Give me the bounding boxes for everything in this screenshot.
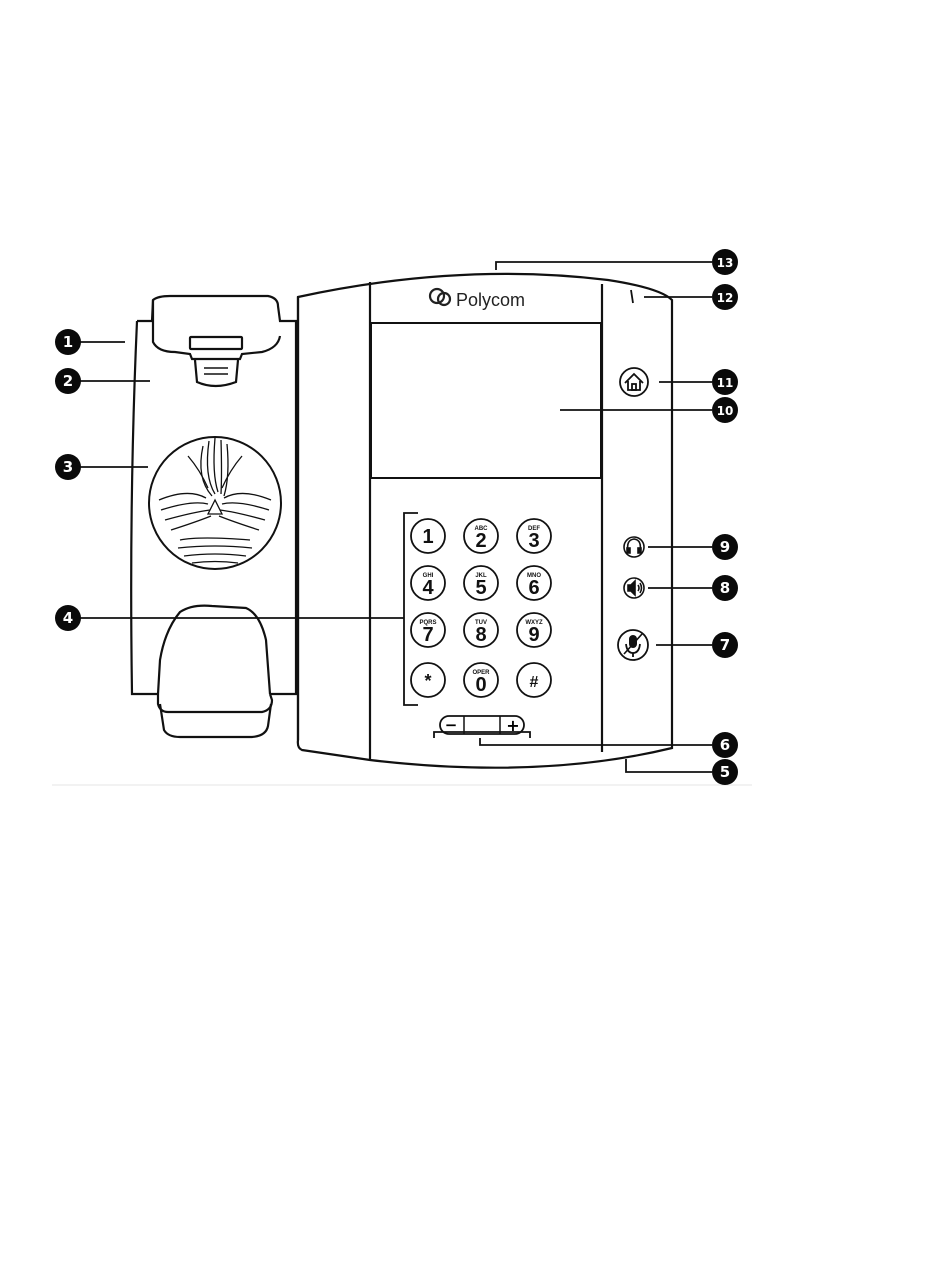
callout-6: 6 xyxy=(712,732,738,758)
callout-7: 7 xyxy=(712,632,738,658)
dial-key-digit: 7 xyxy=(422,624,433,646)
microphone-mute-icon xyxy=(624,634,642,657)
callout-number: 3 xyxy=(63,458,73,476)
callout-number: 5 xyxy=(720,763,730,781)
speakerphone-button[interactable] xyxy=(624,578,644,598)
callout-13: 13 xyxy=(712,249,738,275)
brand-name: Polycom xyxy=(456,290,525,310)
callout-4: 4 xyxy=(55,605,81,631)
callout-11: 11 xyxy=(712,369,738,395)
polycom-logo-icon xyxy=(430,289,450,305)
dial-key-digit: 1 xyxy=(422,526,433,548)
dial-key-1[interactable]: 1 xyxy=(411,519,445,553)
dial-key-digit: 5 xyxy=(475,577,486,599)
callout-number: 10 xyxy=(717,404,734,418)
callout-number: 7 xyxy=(720,636,730,654)
callout-3: 3 xyxy=(55,454,81,480)
callout-1: 1 xyxy=(55,329,81,355)
callout-number: 13 xyxy=(717,256,734,270)
handset xyxy=(131,296,296,737)
callout-number: 2 xyxy=(63,372,73,390)
message-indicator-led xyxy=(631,290,633,303)
callout-number: 12 xyxy=(717,291,734,305)
dial-key-digit: 2 xyxy=(475,530,486,552)
callout-number: 1 xyxy=(63,333,73,351)
callout-8: 8 xyxy=(712,575,738,601)
callout-number: 9 xyxy=(720,538,730,556)
dial-key-digit: * xyxy=(424,671,431,691)
dial-key-digit: 3 xyxy=(528,530,539,552)
dial-key-digit: # xyxy=(530,674,539,691)
home-icon xyxy=(625,374,643,390)
headset-icon xyxy=(627,539,641,553)
callout-12: 12 xyxy=(712,284,738,310)
dial-key-hash[interactable]: # xyxy=(517,663,551,697)
mute-button[interactable] xyxy=(618,630,648,660)
callout-9: 9 xyxy=(712,534,738,560)
speakerphone-icon xyxy=(628,581,642,595)
callout-10: 10 xyxy=(712,397,738,423)
callout-5: 5 xyxy=(712,759,738,785)
dial-key-digit: 8 xyxy=(475,624,486,646)
dial-key-star[interactable]: * xyxy=(411,663,445,697)
callout-2: 2 xyxy=(55,368,81,394)
display-screen xyxy=(371,323,601,478)
volume-up-button[interactable]: + xyxy=(506,716,519,735)
callout-number: 8 xyxy=(720,579,730,597)
callout-number: 6 xyxy=(720,736,730,754)
headset-button[interactable] xyxy=(624,537,644,557)
dial-key-digit: 0 xyxy=(475,674,486,696)
home-button[interactable] xyxy=(620,368,648,396)
volume-down-button[interactable]: − xyxy=(445,716,458,734)
callout-number: 11 xyxy=(717,376,734,390)
dial-key-digit: 4 xyxy=(422,577,434,599)
callout-number: 4 xyxy=(63,609,73,627)
dial-key-digit: 9 xyxy=(528,624,539,646)
dial-key-digit: 6 xyxy=(528,577,539,599)
speaker-grille-icon xyxy=(159,438,271,563)
